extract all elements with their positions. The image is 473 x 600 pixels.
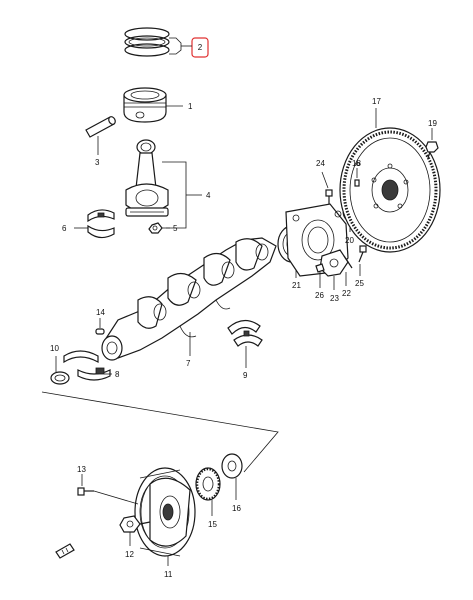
thrust-bearings[interactable] <box>227 319 263 347</box>
part-label-12: 12 <box>125 550 134 559</box>
front-oil-seal[interactable] <box>50 371 70 385</box>
part-label-22: 22 <box>342 289 351 298</box>
connecting-rod[interactable] <box>125 139 169 217</box>
part-label-19: 19 <box>428 119 437 128</box>
washer[interactable] <box>221 453 243 479</box>
part-label-3: 3 <box>95 158 100 167</box>
part-label-16: 16 <box>232 504 241 513</box>
part-label-21: 21 <box>292 281 301 290</box>
part-label-20: 20 <box>345 236 354 245</box>
part-label-2: 2 <box>198 43 203 52</box>
piston[interactable] <box>123 87 167 123</box>
part-label-1: 1 <box>188 102 193 111</box>
part-label-24: 24 <box>316 159 325 168</box>
bolt-bottom-left[interactable] <box>55 543 75 559</box>
housing-bolt-24[interactable] <box>325 189 333 204</box>
crank-key[interactable] <box>95 328 105 335</box>
part-label-10: 10 <box>50 344 59 353</box>
crankshaft-pulley[interactable] <box>134 467 196 557</box>
part-label-2-highlight[interactable]: 2 <box>191 37 209 58</box>
part-label-26: 26 <box>315 291 324 300</box>
part-label-8: 8 <box>115 370 120 379</box>
part-label-5: 5 <box>173 224 178 233</box>
flywheel-bolt-19[interactable] <box>425 141 439 159</box>
flywheel-bolt-25[interactable] <box>358 245 367 263</box>
timing-sprocket[interactable] <box>195 467 221 501</box>
part-label-9: 9 <box>243 371 248 380</box>
rod-nut[interactable] <box>148 222 163 234</box>
part-label-4: 4 <box>206 191 211 200</box>
piston-rings[interactable] <box>124 27 170 57</box>
part-label-23: 23 <box>330 294 339 303</box>
part-label-11: 11 <box>164 570 173 579</box>
part-label-13: 13 <box>77 465 86 474</box>
piston-pin[interactable] <box>85 116 117 138</box>
pulley-bolt-13[interactable] <box>77 487 94 496</box>
flywheel[interactable] <box>339 127 441 253</box>
part-label-7: 7 <box>186 359 191 368</box>
rear-plate-parts[interactable] <box>315 249 353 277</box>
part-label-25: 25 <box>355 279 364 288</box>
part-label-14: 14 <box>96 308 105 317</box>
section-divider-line <box>41 391 279 473</box>
part-label-15: 15 <box>208 520 217 529</box>
main-bearings[interactable] <box>63 350 111 381</box>
part-label-18: 18 <box>352 159 361 168</box>
rod-bearings[interactable] <box>87 209 115 239</box>
crankshaft[interactable] <box>101 237 277 361</box>
dowel-pin[interactable] <box>354 179 360 187</box>
part-label-6: 6 <box>62 224 67 233</box>
part-label-17: 17 <box>372 97 381 106</box>
pulley-bolt[interactable] <box>119 515 151 533</box>
